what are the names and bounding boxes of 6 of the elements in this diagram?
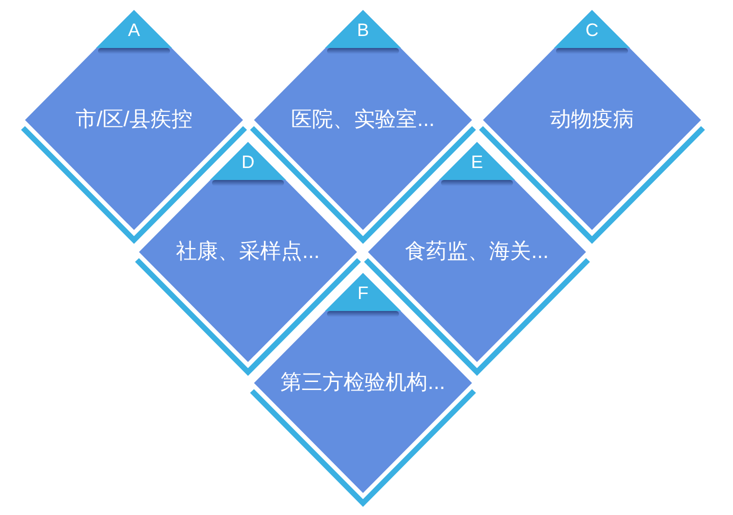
node-label: 食药监、海关... [405, 239, 549, 265]
node-label: 医院、实验室... [291, 107, 435, 133]
node-label: 市/区/县疾控 [76, 107, 192, 133]
node-label: 动物疫病 [550, 107, 634, 133]
node-label: 社康、采样点... [176, 239, 320, 265]
node-label: 第三方检验机构... [280, 370, 446, 396]
